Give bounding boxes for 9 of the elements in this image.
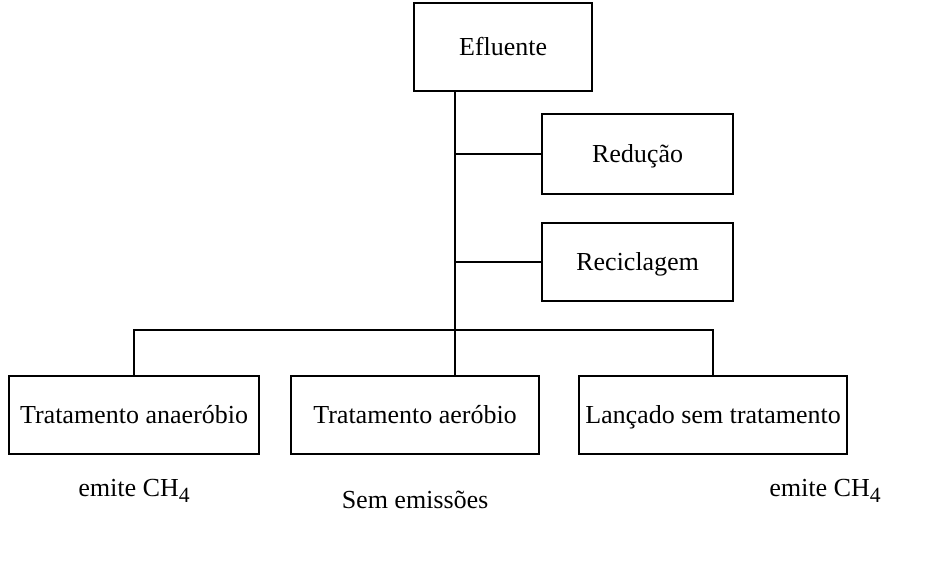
- process-box: Tratamento anaeróbio: [8, 375, 260, 455]
- emission-note: emite CH$_{4}$: [77, 472, 191, 510]
- process-box: Tratamento aeróbio: [290, 375, 540, 455]
- emission-note: Sem emissões: [340, 484, 490, 516]
- emission-note: emite CH$_{4}$: [768, 472, 882, 510]
- process-box: Reciclagem: [541, 222, 734, 302]
- process-box: Lançado sem tratamento: [578, 375, 848, 455]
- process-box: Efluente: [413, 2, 593, 92]
- process-box: Redução: [541, 113, 734, 195]
